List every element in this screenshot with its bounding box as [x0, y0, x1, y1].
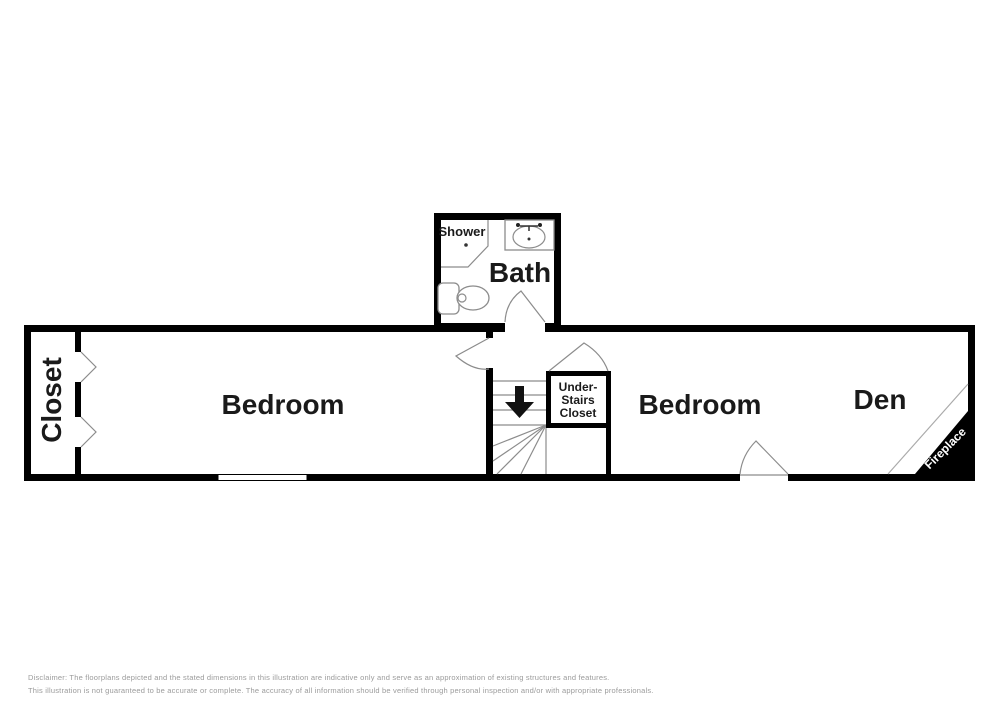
stairwell [454, 332, 547, 475]
winder-treads [492, 424, 547, 475]
disclaimer-line-1: Disclaimer: The floorplans depicted and … [28, 673, 610, 682]
disclaimer-line-2: This illustration is not guaranteed to b… [28, 686, 654, 695]
entry-door [739, 440, 789, 476]
entry-door-arc [739, 440, 789, 475]
under-stairs-label-1: Under- [559, 380, 598, 394]
window [217, 474, 308, 481]
shower-label: Shower [439, 224, 486, 239]
bifold-door-icon [80, 416, 97, 448]
disclaimer: Disclaimer: The floorplans depicted and … [28, 671, 654, 697]
closet-room: Closet [36, 332, 97, 474]
main-floor-walls [24, 325, 975, 481]
bath-room: Shower Bath [434, 213, 561, 330]
bath-door-arc [504, 290, 546, 323]
bifold-door-icon [80, 351, 97, 383]
sink-icon [504, 219, 555, 251]
under-stairs-label-2: Stairs [561, 393, 595, 407]
under-stairs-label-3: Closet [560, 406, 597, 420]
under-stairs-closet: Under- Stairs Closet [546, 342, 611, 474]
bedroom-right-label: Bedroom [639, 389, 762, 420]
closet-label: Closet [36, 357, 67, 443]
stairs-down-arrow-icon [505, 386, 534, 418]
under-stairs-door-arc [548, 342, 609, 372]
den-label: Den [854, 384, 907, 415]
hall-door-arc [454, 337, 490, 370]
shower-stall-icon [441, 220, 489, 268]
bedroom-left-label: Bedroom [222, 389, 345, 420]
bath-label: Bath [489, 257, 551, 288]
toilet-icon [437, 282, 490, 315]
